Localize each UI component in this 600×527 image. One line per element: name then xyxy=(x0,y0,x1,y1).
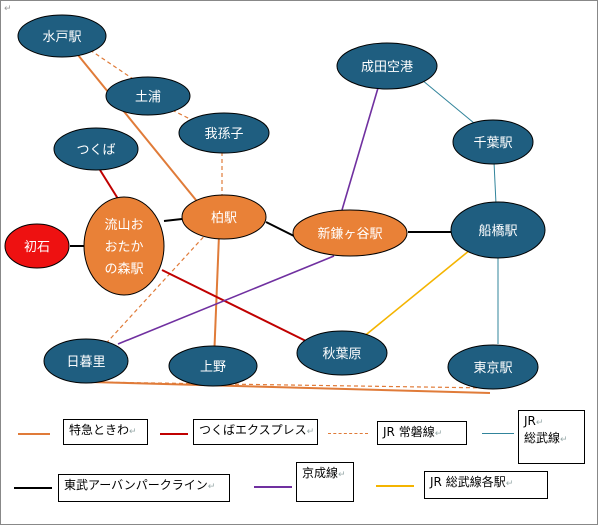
station-label-mito: 水戸駅 xyxy=(42,30,81,45)
station-nippori[interactable]: 日暮里 xyxy=(43,338,129,384)
line-tobu-kashiwa-shinkamagaya xyxy=(265,221,295,237)
station-label-tsuchiura: 土浦 xyxy=(135,90,161,105)
station-tokyo[interactable]: 東京駅 xyxy=(447,344,539,390)
station-ueno[interactable]: 上野 xyxy=(168,345,258,387)
line-tx-tsukuba-nagareyama xyxy=(99,169,121,203)
line-keisei-shinkamagaya-nippori xyxy=(117,255,335,345)
legend-label-tobu: 東武アーバンパークライン↵ xyxy=(58,474,230,502)
station-label-kashiwa: 柏駅 xyxy=(211,211,237,226)
station-label-shinkamagaya: 新鎌ヶ谷駅 xyxy=(317,226,382,242)
legend-label-tokkyu: 特急ときわ↵ xyxy=(63,419,148,445)
station-shinkamagaya[interactable]: 新鎌ヶ谷駅 xyxy=(292,209,408,257)
line-tobu-nagareyama-kashiwa xyxy=(163,218,183,222)
station-label-chiba: 千葉駅 xyxy=(473,136,512,151)
line-tokkyu-nippori-tokyo xyxy=(89,381,491,394)
station-nodes: 水戸駅 土浦 つくば 我孫子 成田空港 千葉駅 初石 流山お おた xyxy=(4,14,546,390)
station-label-ueno: 上野 xyxy=(200,360,226,375)
line-keisei-narita-shinkamagaya xyxy=(341,87,379,211)
legend-swatch-tsukuba-express xyxy=(160,433,188,435)
station-tsukuba[interactable]: つくば xyxy=(53,127,139,171)
station-label-nippori: 日暮里 xyxy=(66,355,105,370)
line-sobu-chiba-funabashi xyxy=(493,161,497,205)
legend-label-sobu: JR↵ 総武線↵ xyxy=(518,410,585,464)
station-akihabara[interactable]: 秋葉原 xyxy=(296,330,388,376)
station-abiko[interactable]: 我孫子 xyxy=(178,112,270,154)
station-chiba[interactable]: 千葉駅 xyxy=(452,119,534,165)
station-label-akihabara: 秋葉原 xyxy=(322,347,361,362)
station-label-hatsuishi: 初石 xyxy=(24,240,50,255)
station-tsuchiura[interactable]: 土浦 xyxy=(105,76,191,116)
station-label-abiko: 我孫子 xyxy=(204,127,243,142)
station-label-tokyo: 東京駅 xyxy=(473,360,512,376)
line-joban-kashiwa-nippori xyxy=(99,231,209,351)
legend-swatch-keisei xyxy=(254,486,292,488)
line-tx-nagareyama-akihabara xyxy=(161,269,311,344)
line-sobu-narita-chiba xyxy=(421,79,481,129)
legend-label-sobu-local: JR 総武線各駅↵ xyxy=(424,471,548,499)
line-tokkyu-mito-kashiwa xyxy=(77,54,201,206)
station-label-nagareyama-1: 流山お xyxy=(104,218,143,233)
station-mito[interactable]: 水戸駅 xyxy=(17,14,107,58)
legend-swatch-tobu xyxy=(14,487,52,489)
legend-swatch-tokkyu xyxy=(18,433,50,435)
legend-swatch-joban xyxy=(328,433,368,434)
station-funabashi[interactable]: 船橋駅 xyxy=(450,201,546,259)
station-label-nagareyama-3: の森駅 xyxy=(104,262,143,277)
station-label-funabashi: 船橋駅 xyxy=(478,224,517,239)
station-hatsuishi[interactable]: 初石 xyxy=(4,223,70,269)
line-joban-tsuchiura-abiko xyxy=(171,109,203,126)
station-kashiwa[interactable]: 柏駅 xyxy=(181,194,267,240)
legend-swatch-sobu xyxy=(482,433,514,434)
paragraph-mark: ↵ xyxy=(4,4,12,14)
legend-label-joban: JR 常磐線↵ xyxy=(377,421,467,445)
station-narita[interactable]: 成田空港 xyxy=(336,42,438,90)
legend-label-keisei: 京成線↵ xyxy=(296,462,354,502)
legend-label-tsukuba-express: つくばエクスプレス↵ xyxy=(193,419,318,445)
line-sobu-local-funabashi-akihabara xyxy=(361,249,471,339)
route-lines xyxy=(70,49,499,394)
station-nagareyama[interactable]: 流山お おたか の森駅 xyxy=(83,196,165,296)
station-label-narita: 成田空港 xyxy=(361,60,413,75)
station-label-nagareyama-2: おたか xyxy=(104,240,143,255)
legend-swatch-sobu-local xyxy=(376,485,414,487)
station-label-tsukuba: つくば xyxy=(76,143,115,158)
